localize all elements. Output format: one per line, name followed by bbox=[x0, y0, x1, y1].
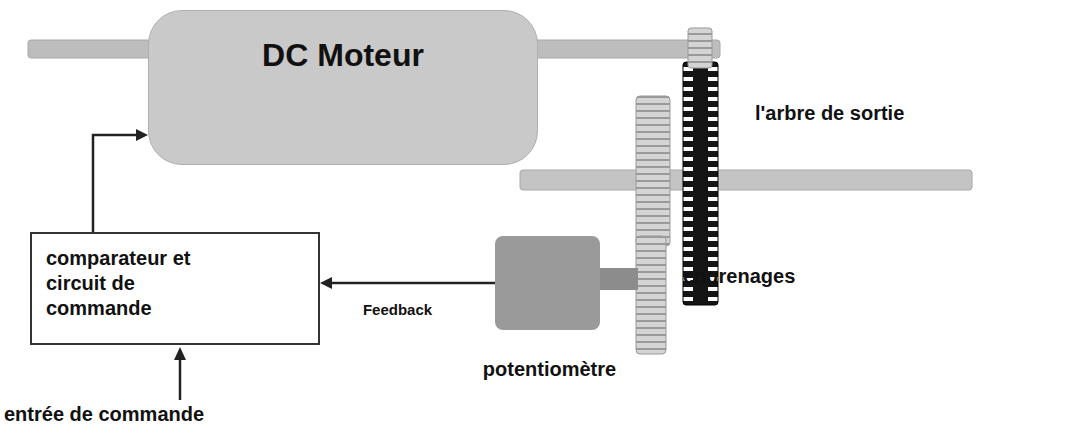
node-text: DC Moteur bbox=[149, 11, 537, 74]
input-arrow bbox=[179, 358, 182, 400]
gear bbox=[636, 236, 666, 354]
part-label: potentiomètre bbox=[483, 358, 616, 381]
output-shaft bbox=[520, 170, 972, 190]
arrowhead bbox=[320, 277, 332, 289]
comparator-box: comparateur et circuit de commande bbox=[30, 232, 320, 345]
potentiometer: potentiomètre bbox=[495, 236, 600, 330]
gear bbox=[636, 96, 670, 246]
edge-label: Feedback bbox=[363, 301, 432, 318]
input-label: entrée de commande bbox=[4, 403, 204, 426]
motor-body: DC Moteur bbox=[148, 10, 538, 165]
arrowhead bbox=[136, 129, 148, 141]
motor-shaft-left bbox=[28, 40, 158, 58]
connector-arrow bbox=[93, 129, 148, 232]
gears-label: engrenages bbox=[683, 265, 795, 288]
input-arrowhead bbox=[174, 347, 186, 360]
node-text: comparateur et circuit de commande bbox=[32, 234, 260, 333]
pinion-gear bbox=[688, 28, 712, 68]
connector-arrow bbox=[320, 277, 495, 289]
potentiometer-spindle bbox=[598, 268, 638, 290]
output-shaft-label: l'arbre de sortie bbox=[755, 102, 904, 125]
